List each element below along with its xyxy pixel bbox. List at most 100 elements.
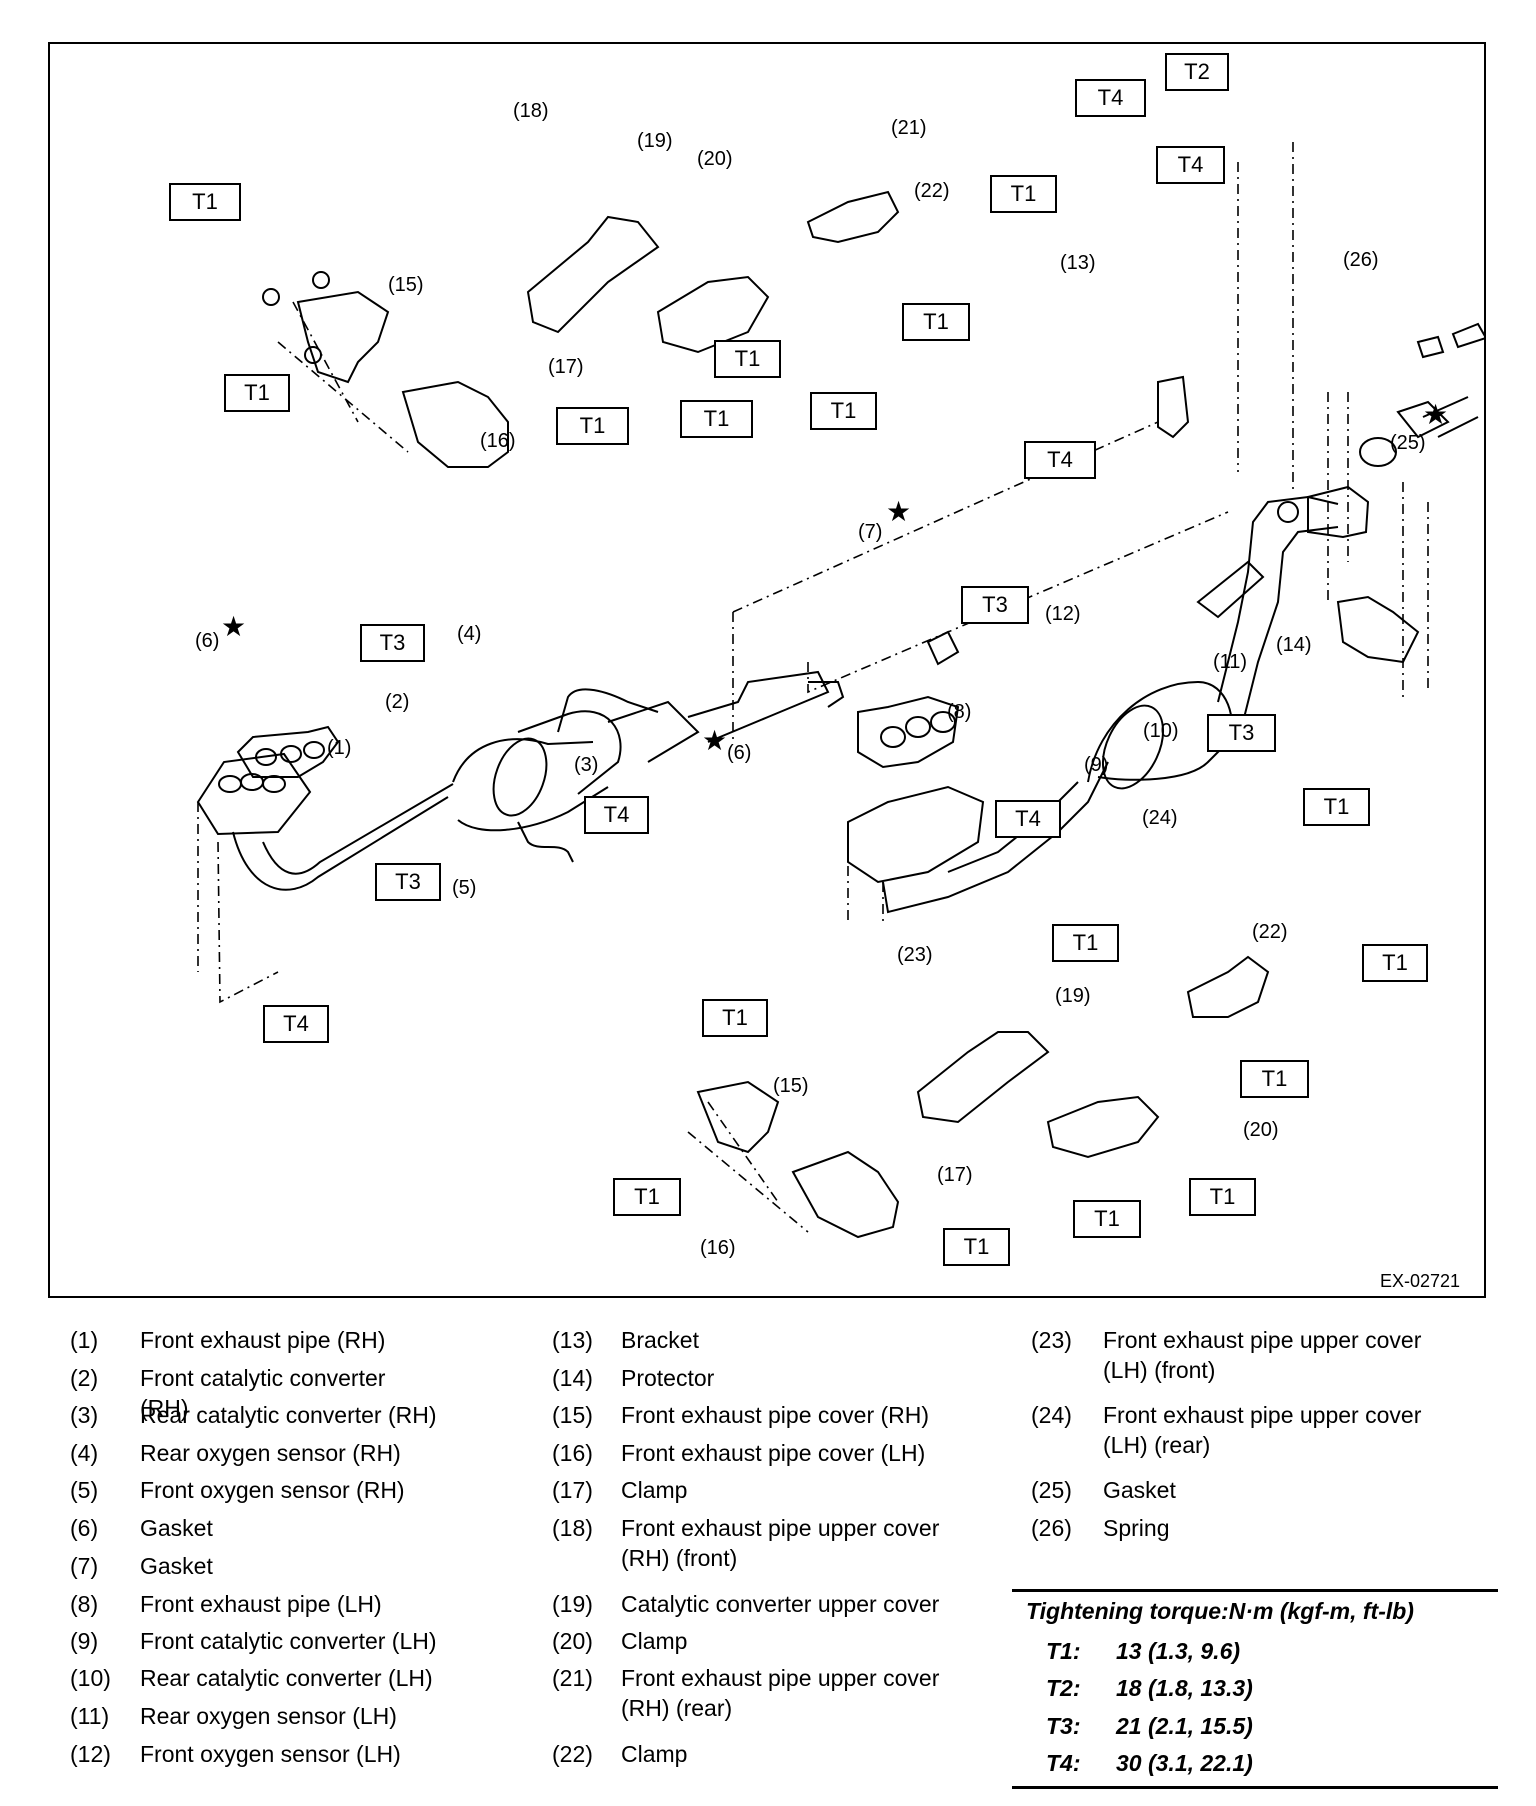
legend-number: (1)	[70, 1327, 99, 1353]
torque-code: T3:	[1046, 1713, 1081, 1739]
legend-text: Rear catalytic converter (RH)	[140, 1402, 437, 1428]
callout-18: (18)	[513, 100, 549, 122]
legend-number: (22)	[552, 1741, 593, 1767]
legend-text: Gasket	[140, 1553, 213, 1579]
torque-tag-t1: T1	[224, 374, 290, 412]
legend-number: (13)	[552, 1327, 593, 1353]
legend-number: (2)	[70, 1365, 99, 1391]
legend-text: Clamp	[621, 1628, 688, 1654]
torque-tag-t4: T4	[584, 796, 649, 834]
callout-15b: (15)	[773, 1075, 809, 1097]
legend-number: (16)	[552, 1440, 593, 1466]
callout-7: (7)	[858, 521, 883, 543]
legend-number: (18)	[552, 1515, 593, 1541]
torque-title: Tightening torque:N·m (kgf-m, ft-lb)	[1026, 1598, 1414, 1624]
callout-24: (24)	[1142, 807, 1178, 829]
callout-20: (20)	[697, 148, 733, 170]
legend-text: Front oxygen sensor (RH)	[140, 1477, 405, 1503]
callout-13: (13)	[1060, 252, 1096, 274]
callout-17b: (17)	[937, 1164, 973, 1186]
callout-22: (22)	[914, 180, 950, 202]
torque-row: T2:18 (1.8, 13.3)	[1046, 1675, 1253, 1702]
legend-text: Front exhaust pipe upper cover (LH) (fro…	[1103, 1327, 1422, 1383]
callout-15: (15)	[388, 274, 424, 296]
torque-tag-t4: T4	[263, 1005, 329, 1043]
torque-tag-t1: T1	[556, 407, 629, 445]
torque-tag-t1: T1	[1303, 788, 1370, 826]
legend-number: (20)	[552, 1628, 593, 1654]
legend-text: Rear catalytic converter (LH)	[140, 1665, 433, 1691]
legend-text: Front exhaust pipe upper cover (RH) (fro…	[621, 1515, 940, 1571]
legend-text: Front exhaust pipe cover (RH)	[621, 1402, 930, 1428]
legend-text: Front exhaust pipe (RH)	[140, 1327, 386, 1353]
torque-tag-t4: T4	[1156, 146, 1225, 184]
torque-value: 21 (2.1, 15.5)	[1116, 1713, 1253, 1739]
legend-number: (8)	[70, 1591, 99, 1617]
callout-5: (5)	[452, 877, 477, 899]
legend-text: Front exhaust pipe cover (LH)	[621, 1440, 926, 1466]
legend-text: Spring	[1103, 1515, 1170, 1541]
torque-row: T1: 13 (1.3, 9.6)	[1046, 1638, 1240, 1665]
torque-tag-t1: T1	[702, 999, 768, 1037]
star-symbol: ★	[702, 724, 728, 757]
torque-tag-t3: T3	[1207, 714, 1276, 752]
torque-row: T4: 30 (3.1, 22.1)	[1046, 1750, 1253, 1777]
callout-1: (1)	[327, 737, 352, 759]
legend-text: Catalytic converter upper cover	[621, 1591, 940, 1617]
torque-tag-t1: T1	[943, 1228, 1010, 1266]
torque-code: T1:	[1046, 1638, 1081, 1664]
callout-12: (12)	[1045, 603, 1081, 625]
legend-text: Bracket	[621, 1327, 699, 1353]
torque-tag-t1: T1	[990, 175, 1057, 213]
torque-tag-t1: T1	[1073, 1200, 1141, 1238]
legend-number: (11)	[70, 1703, 110, 1729]
torque-tag-t1: T1	[1240, 1060, 1309, 1098]
callout-22b: (22)	[1252, 921, 1288, 943]
torque-tag-t3: T3	[360, 624, 425, 662]
torque-tag-t1: T1	[1052, 924, 1119, 962]
star-symbol: ★	[886, 495, 912, 528]
callout-11: (11)	[1213, 651, 1248, 673]
legend-number: (25)	[1031, 1477, 1072, 1503]
star-symbol: ★	[221, 610, 247, 643]
legend-text: Front catalytic converter (LH)	[140, 1628, 437, 1654]
legend-number: (12)	[70, 1741, 111, 1767]
callout-21: (21)	[891, 117, 927, 139]
star-symbol: ★	[1423, 398, 1449, 431]
legend-number: (23)	[1031, 1327, 1072, 1353]
legend-number: (4)	[70, 1440, 99, 1466]
legend-text: Gasket	[140, 1515, 213, 1541]
torque-code: T4:	[1046, 1750, 1081, 1776]
torque-value: 13 (1.3, 9.6)	[1116, 1638, 1241, 1664]
callout-17: (17)	[548, 356, 584, 378]
callout-8: (8)	[947, 701, 972, 723]
callout-19: (19)	[637, 130, 673, 152]
callout-16b: (16)	[700, 1237, 736, 1259]
torque-tag-t4: T4	[1075, 79, 1146, 117]
legend-number: (21)	[552, 1665, 593, 1691]
legend-text: Clamp	[621, 1477, 688, 1503]
legend-text: Front oxygen sensor (LH)	[140, 1741, 401, 1767]
callout-25: (25)	[1390, 432, 1426, 454]
legend-number: (17)	[552, 1477, 593, 1503]
legend-text: Front exhaust pipe upper cover (LH) (rea…	[1103, 1402, 1422, 1458]
torque-code: T2:	[1046, 1675, 1081, 1701]
torque-tag-t4: T4	[1024, 441, 1096, 479]
callout-10: (10)	[1143, 720, 1179, 742]
torque-tag-t1: T1	[902, 303, 970, 341]
legend-text: Protector	[621, 1365, 715, 1391]
legend-number: (15)	[552, 1402, 593, 1428]
torque-row: T3: 21 (2.1, 15.5)	[1046, 1713, 1253, 1740]
legend-text: Rear oxygen sensor (RH)	[140, 1440, 401, 1466]
callout-6: (6)	[195, 630, 220, 652]
torque-value: 30 (3.1, 22.1)	[1116, 1750, 1253, 1776]
torque-tag-t1: T1	[1362, 944, 1428, 982]
callout-6b: (6)	[727, 742, 752, 764]
legend-text: Front catalytic converter (RH)	[140, 1365, 386, 1421]
torque-tag-t3: T3	[961, 586, 1029, 624]
legend-number: (3)	[70, 1402, 99, 1428]
legend-number: (19)	[552, 1591, 593, 1617]
figure-id: EX-02721	[1380, 1271, 1461, 1291]
callout-2: (2)	[385, 691, 410, 713]
legend-text: Rear oxygen sensor (LH)	[140, 1703, 397, 1729]
